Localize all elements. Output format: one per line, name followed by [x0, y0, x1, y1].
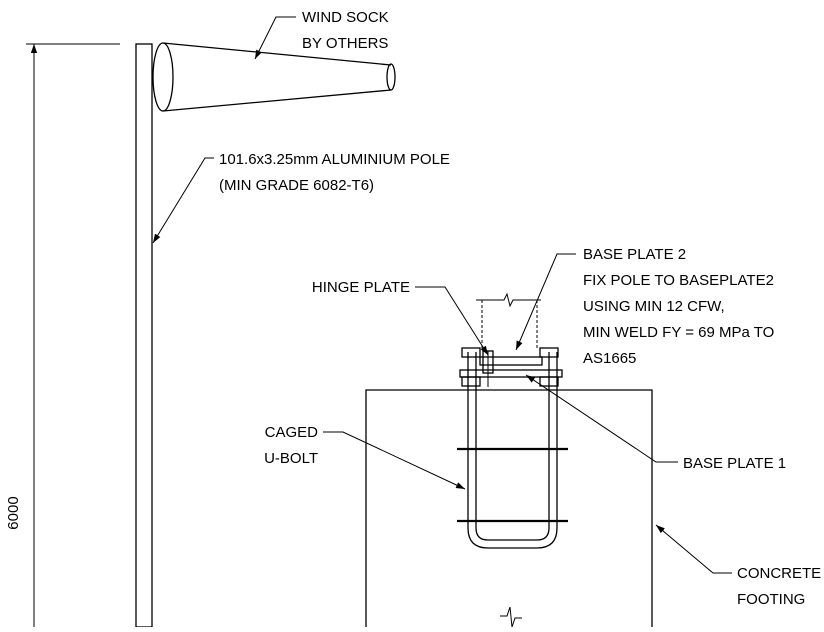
concrete-footing: [365, 389, 653, 628]
base-plate-2-label-line1: BASE PLATE 2: [583, 246, 686, 263]
base-plate-1-callout: BASE PLATE 1: [525, 374, 786, 472]
concrete-footing-callout: CONCRETE FOOTING: [655, 524, 821, 608]
wind-sock-label-line2: BY OTHERS: [302, 35, 388, 52]
pole-callout: 101.6x3.25mm ALUMINIUM POLE (MIN GRADE 6…: [152, 151, 450, 244]
hinge-plate-callout: HINGE PLATE: [312, 279, 489, 356]
wind-sock: [152, 42, 396, 112]
pole-label-line1: 101.6x3.25mm ALUMINIUM POLE: [219, 151, 450, 168]
base-plate-assembly: [459, 292, 563, 387]
base-plate-2-callout: BASE PLATE 2 FIX POLE TO BASEPLATE2 USIN…: [515, 246, 774, 367]
caged-u-bolt: [457, 352, 568, 549]
wind-sock-label-line1: WIND SOCK: [302, 9, 389, 26]
caged-u-bolt-label-line2: U-BOLT: [264, 450, 318, 467]
base-plate-2-label-line4: MIN WELD FY = 69 MPa TO: [583, 324, 774, 341]
concrete-footing-label-line2: FOOTING: [737, 591, 805, 608]
height-dimension-value: 6000: [5, 496, 22, 529]
pole-label-line2: (MIN GRADE 6082-T6): [219, 177, 374, 194]
aluminium-pole: [135, 43, 153, 628]
base-plate-2-label-line2: FIX POLE TO BASEPLATE2: [583, 272, 774, 289]
wind-sock-callout: WIND SOCK BY OTHERS: [254, 9, 389, 60]
base-plate-1-label: BASE PLATE 1: [683, 455, 786, 472]
concrete-footing-label-line1: CONCRETE: [737, 565, 821, 582]
caged-u-bolt-callout: CAGED U-BOLT: [264, 424, 466, 490]
caged-u-bolt-label-line1: CAGED: [265, 424, 319, 441]
base-plate-2-label-line3: USING MIN 12 CFW,: [583, 298, 725, 315]
hinge-plate-label: HINGE PLATE: [312, 279, 410, 296]
height-dimension: 6000: [5, 43, 120, 627]
base-plate-2-label-line5: AS1665: [583, 350, 636, 367]
